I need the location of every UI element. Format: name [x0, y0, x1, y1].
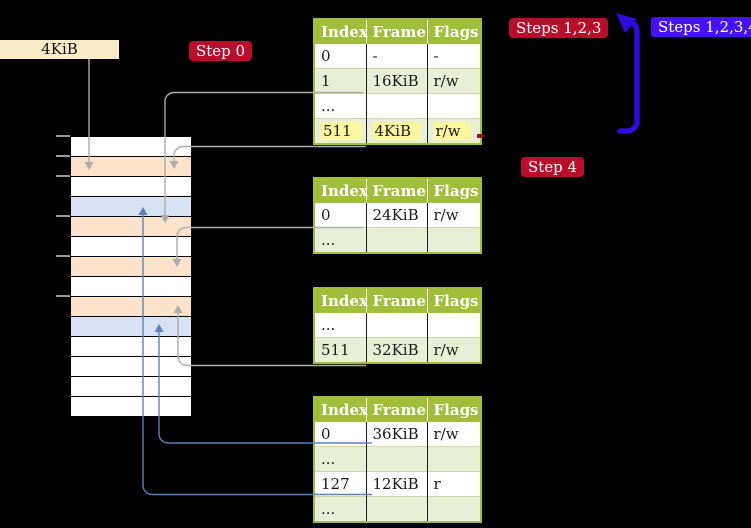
memory-tick	[56, 135, 70, 137]
table-cell	[427, 227, 481, 253]
table-cell: 511	[314, 118, 367, 144]
table-cell: 16KiB	[366, 68, 428, 94]
table-cell: 0	[314, 44, 367, 69]
column-header: Flags	[427, 288, 481, 313]
table-cell: 12KiB	[366, 471, 428, 497]
memory-frame-white	[71, 397, 191, 416]
table-cell	[427, 93, 481, 119]
table-cell: r/w	[433, 206, 459, 224]
table-cell	[366, 496, 428, 522]
table-cell	[366, 93, 428, 119]
table-cell: 0	[314, 203, 367, 228]
table-row: ...	[314, 446, 481, 472]
column-header: Index	[314, 178, 368, 203]
table-cell	[427, 446, 481, 472]
table-cell: 24KiB	[366, 203, 428, 228]
steps-1234-badge: Steps 1,2,3,4	[651, 17, 751, 37]
column-header: Frame	[366, 397, 428, 422]
column-header: Index	[314, 288, 368, 313]
memory-frame-white	[71, 277, 191, 297]
table-cell: ...	[314, 313, 367, 338]
arrowhead-up-left-icon	[616, 13, 637, 33]
connector-t1row511-to-4kib-frame	[173, 145, 366, 161]
table-row: ...	[314, 227, 481, 253]
memory-frame-peach	[71, 257, 191, 277]
table-cell: r	[427, 471, 481, 497]
memory-frame-blue	[71, 197, 191, 217]
memory-frame-white	[71, 377, 191, 397]
memory-frame-white	[71, 357, 191, 377]
frame-size-label: 4KiB	[0, 40, 119, 59]
table-cell: ...	[314, 496, 367, 522]
table-cell	[366, 227, 428, 253]
table-cell: r/w	[427, 337, 481, 363]
memory-strip	[70, 136, 192, 417]
table-row: ...	[314, 496, 481, 522]
table-cell	[366, 446, 428, 472]
table-cell: 0	[314, 422, 367, 447]
memory-tick	[56, 295, 70, 297]
table-cell: ...	[314, 93, 367, 119]
table-cell: 127	[314, 471, 367, 497]
memory-frame-peach	[71, 157, 191, 177]
table-cell	[427, 313, 481, 338]
column-header: Frame	[366, 19, 428, 44]
memory-frame-peach	[71, 297, 191, 317]
table-cell: r/w	[427, 118, 481, 144]
table-cell: 36KiB	[366, 422, 428, 447]
column-header: Frame	[366, 288, 428, 313]
column-header: Flags	[427, 19, 481, 44]
table-cell: ...	[314, 227, 367, 253]
table-cell: ...	[314, 446, 367, 472]
step-4-badge: Step 4	[521, 157, 585, 177]
table-cell: -	[366, 44, 428, 69]
column-header: Frame	[366, 178, 428, 203]
memory-frame-blue	[71, 317, 191, 337]
table-row: 511 4KiB r/w	[314, 118, 481, 144]
memory-frame-white	[71, 177, 191, 197]
memory-tick	[56, 255, 70, 257]
highlighted-value: 4KiB	[372, 122, 422, 140]
memory-frame-white	[71, 137, 191, 157]
step-0-badge: Step 0	[189, 41, 253, 61]
column-header: Index	[314, 19, 368, 44]
table-cell: -	[433, 47, 439, 65]
column-header: Flags	[427, 178, 481, 203]
memory-frame-white	[71, 337, 191, 357]
column-header: Flags	[427, 397, 481, 422]
table-row: ...	[314, 93, 481, 119]
memory-tick	[56, 215, 70, 217]
highlighted-value: r/w	[433, 122, 471, 140]
table-cell: 32KiB	[366, 337, 428, 363]
table-cell: 511	[314, 337, 367, 363]
table-cell	[427, 496, 481, 522]
table-row: ...	[314, 313, 481, 338]
memory-frame-peach	[71, 217, 191, 237]
column-header: Index	[314, 397, 368, 422]
steps-loop-arrow	[617, 18, 640, 134]
table-cell: 1	[314, 68, 367, 94]
table-row: 0--	[314, 44, 481, 69]
table-cell	[366, 313, 428, 338]
steps-123-badge: Steps 1,2,3	[509, 18, 609, 38]
table-cell: 4KiB	[366, 118, 428, 144]
table-cell: r/w	[433, 425, 459, 443]
memory-tick	[56, 175, 70, 177]
highlighted-value: 511	[321, 122, 362, 140]
table-cell: r/w	[427, 68, 481, 94]
memory-frame-white	[71, 237, 191, 257]
memory-tick	[56, 155, 70, 157]
